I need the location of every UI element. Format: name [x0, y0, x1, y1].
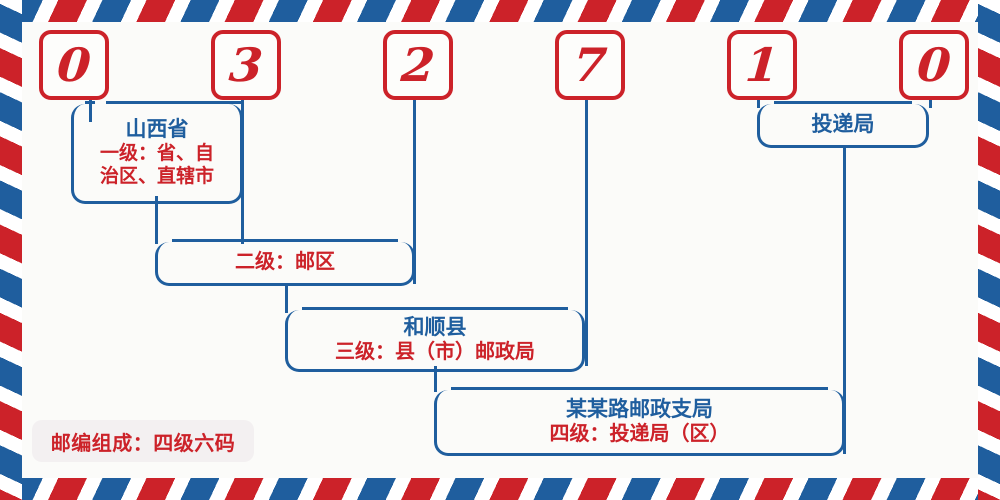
level-3-box: 和顺县 三级：县（市）邮政局 — [285, 307, 585, 372]
postcode-digit-5[interactable]: 1 — [727, 30, 797, 100]
airmail-border-right — [978, 0, 1000, 500]
postcode-digit-3[interactable]: 2 — [383, 30, 453, 100]
box3-cap-left — [302, 307, 568, 310]
level-4-box: 某某路邮政支局 四级：投递局（区） — [434, 387, 845, 456]
box1-cap-left — [85, 101, 95, 104]
digit-glyph: 2 — [399, 38, 437, 92]
airmail-border-left — [0, 0, 22, 500]
legend-text: 邮编组成：四级六码 — [50, 432, 236, 455]
digit-glyph: 3 — [227, 38, 265, 92]
connector-delivery-tail — [843, 148, 846, 454]
level-2-subtitle-line1: 二级：邮区 — [235, 251, 335, 274]
connector-box1-tail — [155, 196, 158, 244]
connector-digit3-stem — [413, 94, 416, 284]
level-4-title: 某某路邮政支局 — [566, 396, 713, 421]
level-3-subtitle-line1: 三级：县（市）邮政局 — [335, 341, 535, 364]
level-5-title: 投递局 — [811, 111, 875, 136]
level-1-subtitle-line2: 治区、直辖市 — [99, 166, 214, 188]
airmail-border-top — [0, 0, 1000, 22]
level-1-title: 山西省 — [125, 116, 189, 141]
level-1-box: 山西省 一级：省、自 治区、直辖市 — [71, 101, 243, 204]
digit-glyph: 0 — [55, 38, 93, 92]
legend-badge: 邮编组成：四级六码 — [32, 420, 254, 462]
digit-glyph: 1 — [743, 38, 781, 92]
postcode-digit-2[interactable]: 3 — [211, 30, 281, 100]
digit-glyph: 7 — [571, 38, 609, 92]
level-5-delivery-box: 投递局 — [757, 101, 929, 148]
connector-digit4-stem — [585, 94, 588, 366]
level-2-box: 二级：邮区 — [155, 239, 415, 286]
connector-box3-tail — [434, 366, 437, 392]
digit-glyph: 0 — [915, 38, 953, 92]
box2-cap-right — [172, 239, 398, 242]
connector-digit6-stem — [929, 94, 932, 108]
box5-cap-mid — [774, 101, 912, 104]
level-3-title: 和顺县 — [403, 314, 467, 339]
postcode-digit-1[interactable]: 0 — [39, 30, 109, 100]
connector-digit5-stem — [757, 94, 760, 108]
level-1-subtitle-line1: 一级：省、自 — [99, 143, 214, 165]
connector-digit1-stem — [89, 94, 92, 122]
envelope-paper — [20, 20, 980, 480]
postcode-digit-4[interactable]: 7 — [555, 30, 625, 100]
box4-cap-left — [451, 387, 828, 390]
airmail-border-bottom — [0, 478, 1000, 500]
level-4-subtitle-line1: 四级：投递局（区） — [549, 423, 730, 446]
postcode-digit-6[interactable]: 0 — [899, 30, 969, 100]
box1-cap-right — [106, 101, 243, 104]
connector-box2-tail — [285, 283, 288, 313]
